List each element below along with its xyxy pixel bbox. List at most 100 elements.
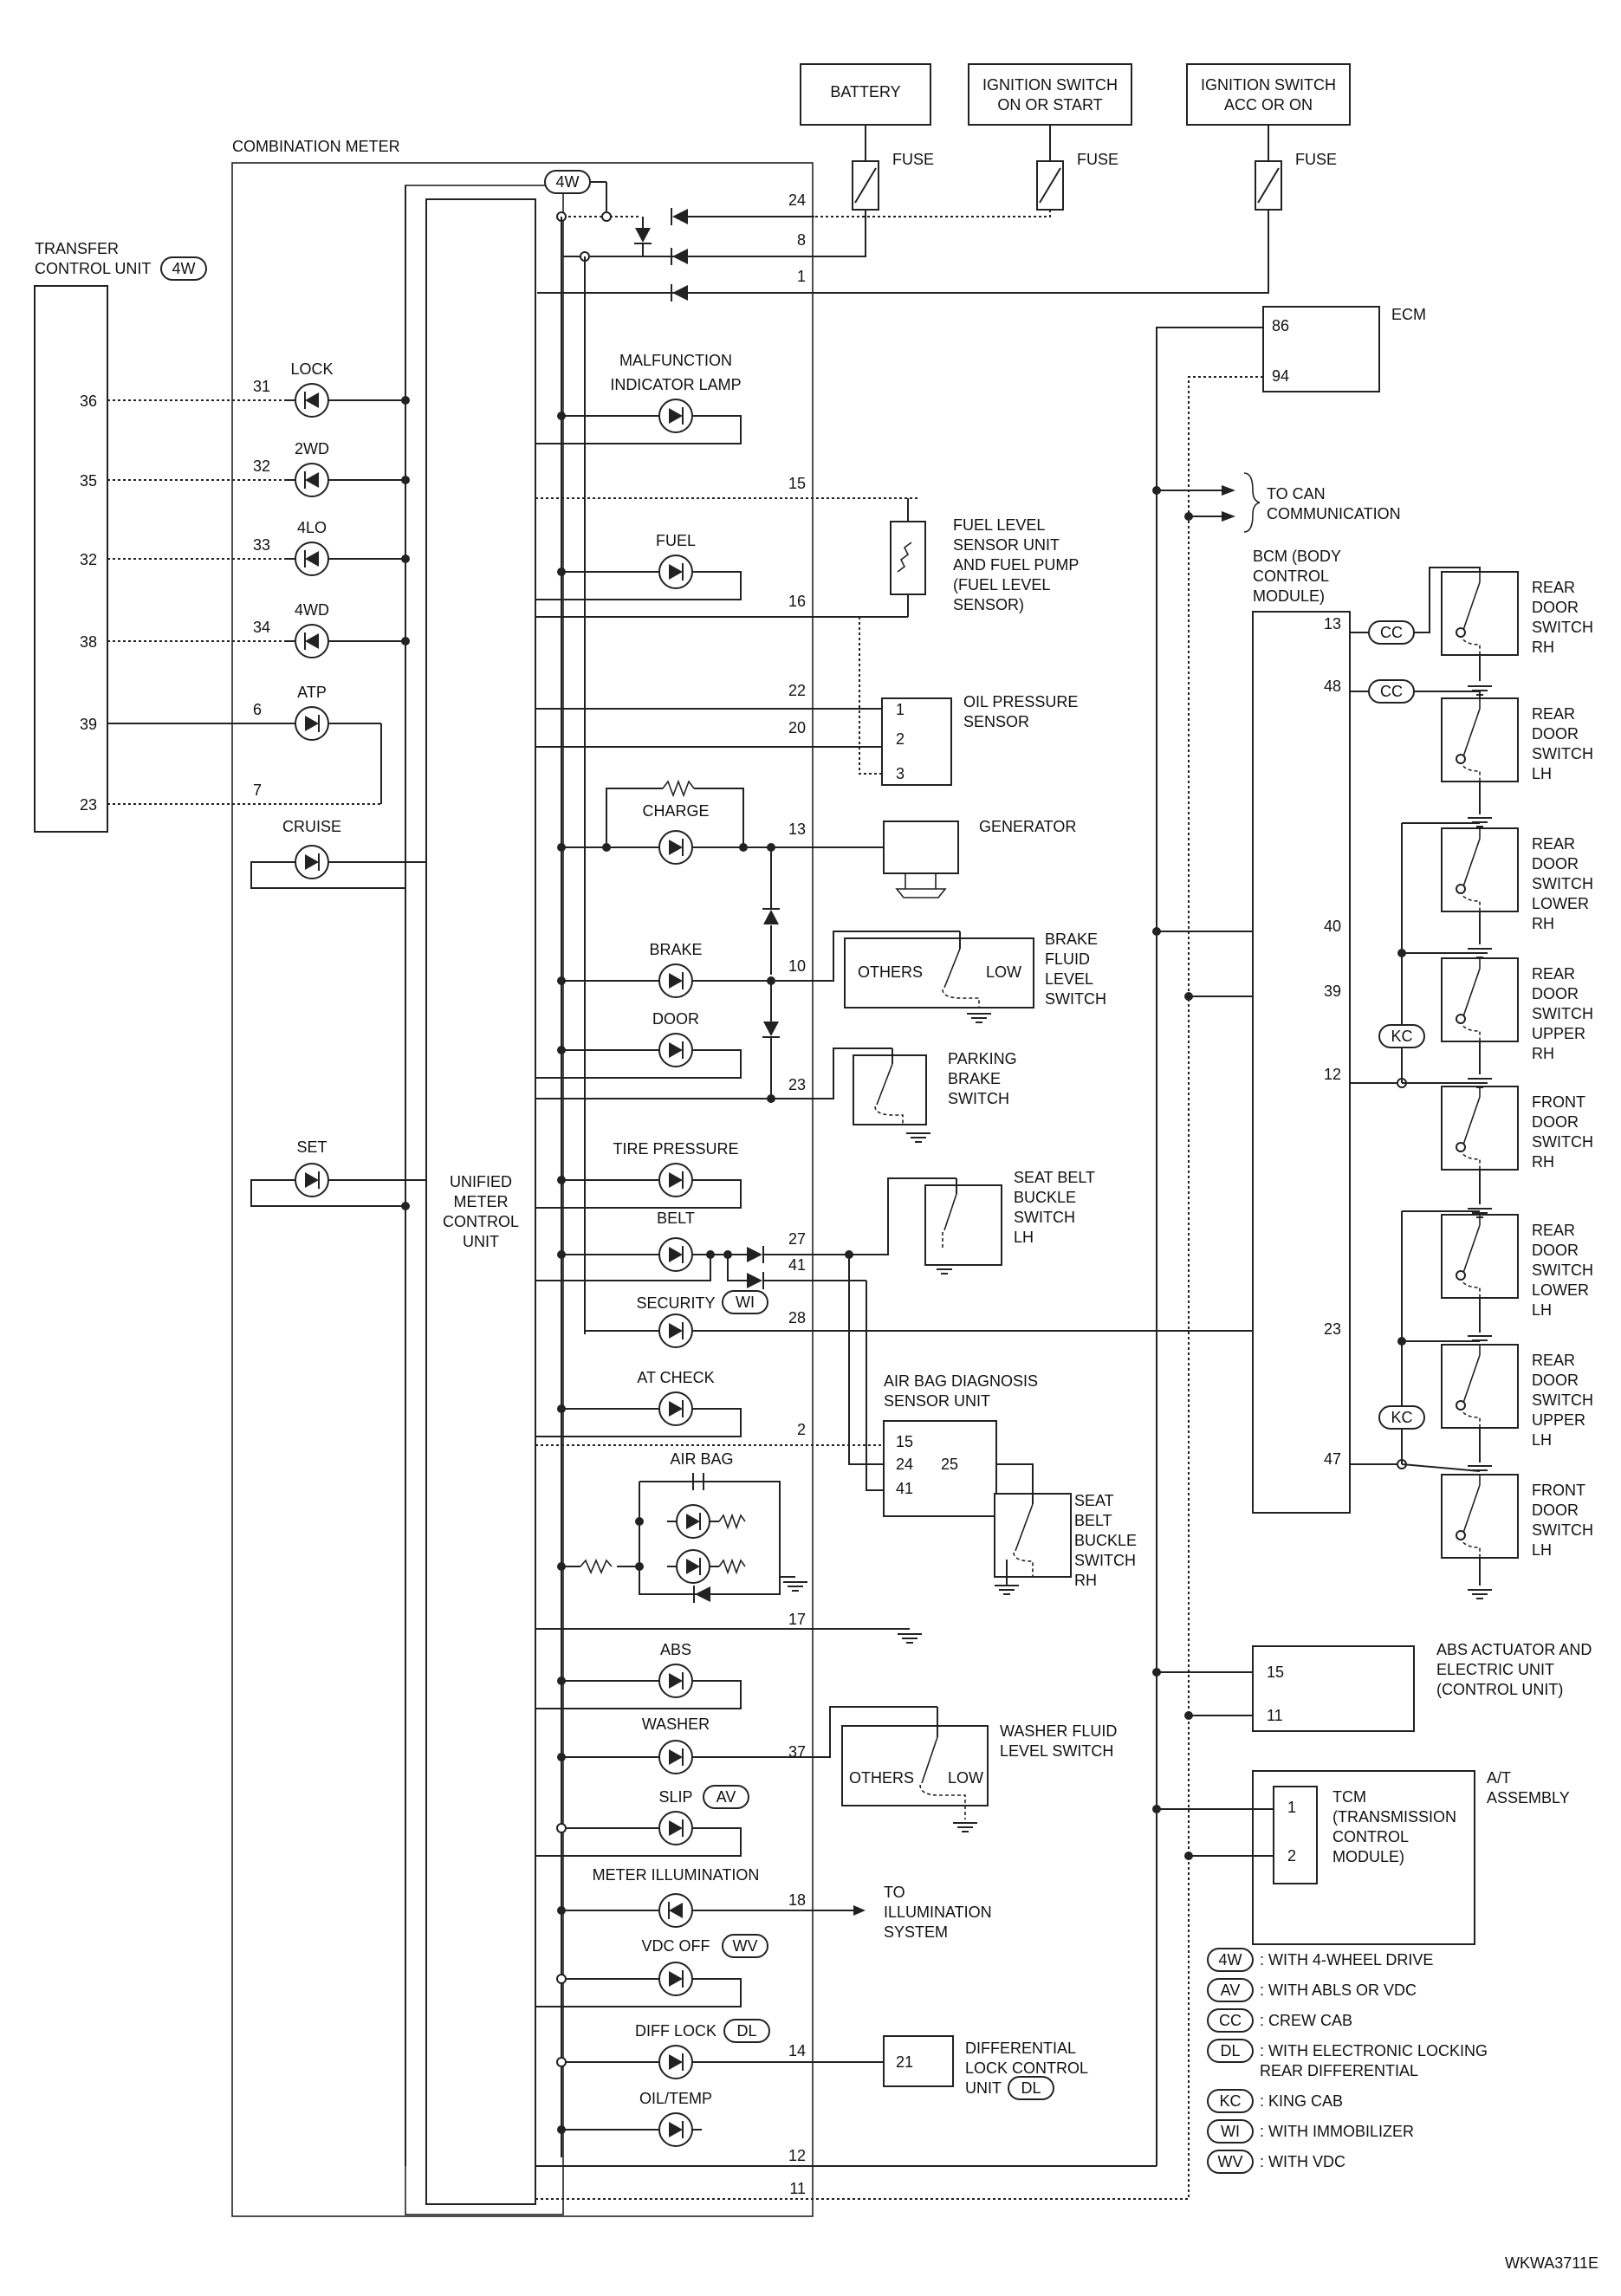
ecm-pin: 86 <box>1272 317 1289 334</box>
illumination-label: ILLUMINATION <box>884 1904 992 1921</box>
washer-switch-label: LEVEL SWITCH <box>1000 1742 1113 1760</box>
junction-dot <box>1152 486 1161 495</box>
unified-meter-label: CONTROL <box>443 1213 519 1230</box>
resistor-icon <box>718 1558 746 1575</box>
parking-brake-label: PARKING <box>948 1050 1017 1067</box>
meter-pin-41: 41 <box>788 1256 806 1274</box>
badge-dl: DL <box>1021 2079 1041 2097</box>
indicator-set-label: SET <box>296 1138 327 1156</box>
door-switch-2-label: RH <box>1532 915 1554 932</box>
door-switch-1-label: LH <box>1532 765 1552 782</box>
airbag-unit-label: AIR BAG DIAGNOSIS <box>884 1372 1038 1390</box>
junction-dot <box>557 1046 566 1054</box>
bcm-label: MODULE) <box>1253 587 1325 605</box>
door-switch-0-label: REAR <box>1532 579 1575 596</box>
bcm-pin: 23 <box>1324 1320 1341 1338</box>
door-switch-7-label: LH <box>1532 1541 1552 1559</box>
door-switch-3-box <box>1441 957 1519 1042</box>
transfer-pin: 39 <box>80 716 97 733</box>
malfunction-label: MALFUNCTION <box>619 352 732 369</box>
sensor-zigzag <box>897 542 912 573</box>
brake-fluid-label: LEVEL <box>1045 970 1093 988</box>
bcm-pin: 40 <box>1324 918 1341 935</box>
switch-blade <box>921 1736 938 1784</box>
door-switch-0-label: RH <box>1532 639 1554 656</box>
transfer-label: CONTROL UNIT <box>35 260 151 277</box>
airbag-pin: 25 <box>941 1456 958 1473</box>
connector-dot <box>1456 754 1466 764</box>
vdc-off-label: VDC OFF <box>642 1937 710 1955</box>
legend-code: 4W <box>1219 1951 1242 1968</box>
arrow-icon <box>853 1905 866 1916</box>
door-switch-6-label: REAR <box>1532 1352 1575 1369</box>
wire <box>535 1978 742 2007</box>
diode-symbol <box>669 1172 683 1188</box>
diode <box>747 1273 762 1288</box>
switch-blade <box>1462 708 1481 760</box>
airbag-pin: 15 <box>896 1433 913 1450</box>
diode-symbol <box>669 1971 683 1987</box>
bcm-pin: 47 <box>1324 1450 1341 1468</box>
resistor-icon <box>718 1513 746 1530</box>
junction-dot <box>739 843 748 852</box>
door-switch-6-label: LH <box>1532 1431 1552 1449</box>
junction-dot <box>557 2125 566 2134</box>
wire <box>535 415 742 444</box>
seat-belt-rh-label: BUCKLE <box>1074 1532 1137 1549</box>
wire <box>535 1049 742 1079</box>
resistor-icon <box>580 1558 613 1575</box>
door-switch-3-label: REAR <box>1532 965 1575 983</box>
door-switch-5-label: LH <box>1532 1301 1552 1319</box>
diode-symbol <box>669 1749 683 1765</box>
door-switch-2-label: REAR <box>1532 835 1575 853</box>
brake-fluid-label: SWITCH <box>1045 990 1106 1008</box>
battery-box <box>800 63 931 126</box>
bcm-pin: 39 <box>1324 983 1341 1000</box>
ign-wire <box>719 210 1051 217</box>
security-label: SECURITY <box>636 1294 715 1312</box>
wire <box>606 788 663 847</box>
legend-text: : WITH 4-WHEEL DRIVE <box>1260 1951 1433 1968</box>
junction-dot <box>767 1094 775 1103</box>
door-switch-0-label: SWITCH <box>1532 619 1593 636</box>
junction-dot <box>1152 1805 1161 1813</box>
ignition-on-box <box>968 63 1132 126</box>
switch-blade <box>943 1193 957 1231</box>
diode <box>747 1247 762 1262</box>
junction-dot <box>557 1250 566 1259</box>
badge-wv-outline <box>722 1934 768 1958</box>
legend-text: REAR DIFFERENTIAL <box>1260 2062 1418 2079</box>
door-switch-1-label: DOOR <box>1532 725 1579 743</box>
meter-pin-27: 27 <box>788 1230 806 1248</box>
junction-dot <box>401 637 410 645</box>
wire <box>1414 567 1481 633</box>
meter-pin-16: 16 <box>788 593 806 610</box>
badge-4w-outline <box>160 256 207 281</box>
junction-dot <box>401 555 410 563</box>
badge-wi: WI <box>736 1294 755 1311</box>
diode-symbol <box>669 1247 683 1262</box>
diff-unit-label: UNIT <box>965 2079 1002 2097</box>
badge-av: AV <box>716 1788 736 1806</box>
badge-cc: CC <box>1380 624 1403 641</box>
door-switch-3-label: UPPER <box>1532 1025 1585 1042</box>
unified-meter-label: UNIT <box>463 1233 499 1250</box>
door-switch-3-label: SWITCH <box>1532 1005 1593 1022</box>
door-switch-5-box <box>1441 1214 1519 1299</box>
oil-pin: 1 <box>896 701 905 718</box>
door-switch-1-label: SWITCH <box>1532 745 1593 762</box>
door-switch-5-label: LOWER <box>1532 1281 1589 1299</box>
oil-sensor-label: OIL PRESSURE <box>963 693 1078 710</box>
can-l <box>1188 376 1263 2199</box>
fuel-sensor-label: SENSOR UNIT <box>953 536 1060 554</box>
legend-code: AV <box>1221 1981 1241 1999</box>
meter-pin-10: 10 <box>788 957 806 975</box>
meter-pin-22: 22 <box>788 682 806 699</box>
connector-dot <box>601 211 612 222</box>
door-switch-7-box <box>1441 1474 1519 1559</box>
switch-blade <box>1462 1354 1481 1406</box>
door-switch-4-label: SWITCH <box>1532 1133 1593 1151</box>
oil-pressure-sensor-box <box>881 697 952 786</box>
seat-belt-lh-label: LH <box>1014 1229 1034 1246</box>
generator-icon <box>895 873 947 898</box>
